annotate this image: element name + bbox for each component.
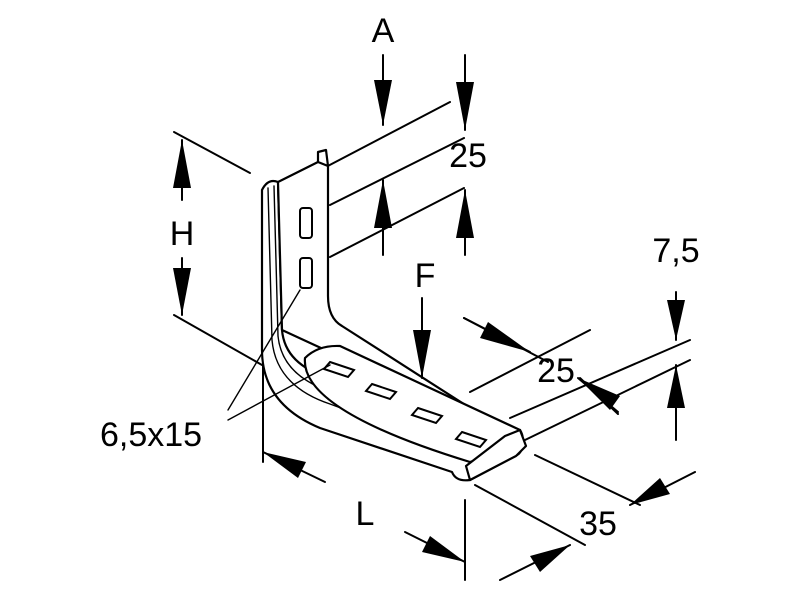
dimension-l: L <box>262 451 466 563</box>
dimension-h: H <box>170 139 195 316</box>
slot-size-callout: 6,5x15 <box>100 289 331 454</box>
label-bottom-depth: 25 <box>537 352 575 390</box>
label-slot-size: 6,5x15 <box>100 416 202 454</box>
load-f: F <box>413 257 436 379</box>
label-top-depth: 25 <box>449 137 487 175</box>
bottom-slots <box>322 360 488 449</box>
label-flange-height: 7,5 <box>652 232 699 270</box>
label-f: F <box>415 257 436 295</box>
label-a: A <box>372 12 395 50</box>
slot-lower <box>299 257 313 289</box>
slot-upper <box>299 207 313 239</box>
dimension-flange-height: 7,5 <box>652 232 700 441</box>
dimension-bottom-depth: 25 <box>463 317 620 413</box>
bracket-part <box>260 148 528 482</box>
label-l: L <box>356 495 375 533</box>
dimension-a: A <box>372 12 395 256</box>
label-h: H <box>170 215 195 253</box>
dimension-width: 35 <box>499 471 696 581</box>
dimension-top-depth: 25 <box>449 54 487 256</box>
label-width: 35 <box>579 505 617 543</box>
